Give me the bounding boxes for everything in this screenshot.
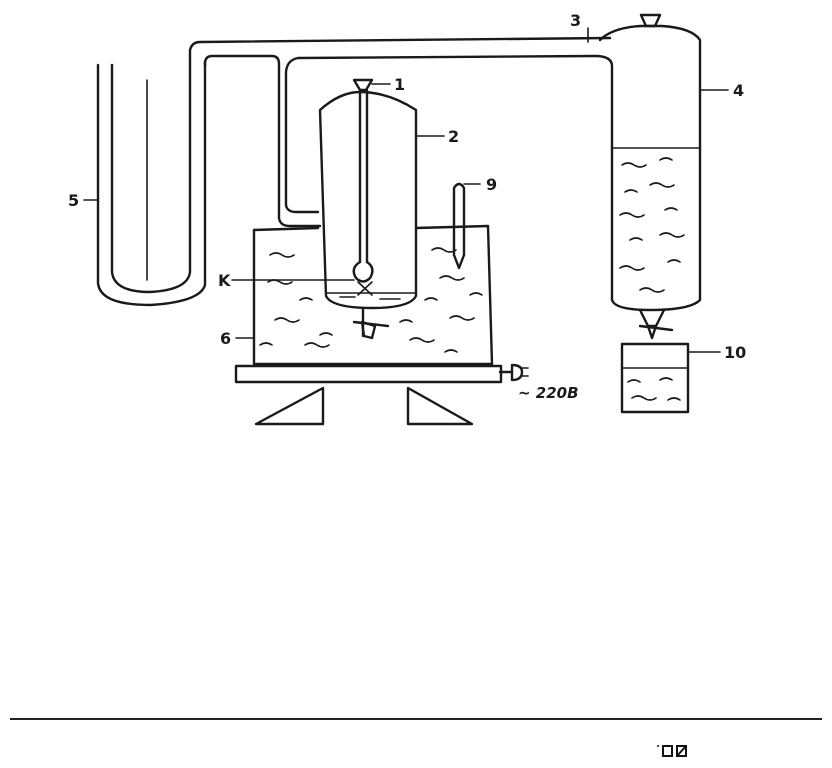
label-k: K <box>218 271 231 290</box>
label-2: 2 <box>448 127 459 146</box>
label-4: 4 <box>733 81 744 100</box>
power-label: ~ 220B <box>518 384 579 402</box>
receiver-vessel <box>620 342 690 414</box>
label-3: 3 <box>570 11 581 30</box>
label-10: 10 <box>724 343 746 362</box>
u-tube-manometer <box>96 48 207 307</box>
water-bath <box>252 224 494 366</box>
label-9: 9 <box>486 175 497 194</box>
corner-mark <box>657 745 687 757</box>
label-1: 1 <box>394 75 405 94</box>
label-5: 5 <box>68 191 79 210</box>
collection-column <box>598 13 702 340</box>
label-6: 6 <box>220 329 231 348</box>
heater-base <box>234 363 529 426</box>
stirrer-rod <box>352 78 390 340</box>
leader-lines <box>83 27 729 353</box>
page-divider <box>10 718 822 720</box>
connecting-pipe <box>188 36 614 228</box>
thermometer <box>452 182 466 270</box>
